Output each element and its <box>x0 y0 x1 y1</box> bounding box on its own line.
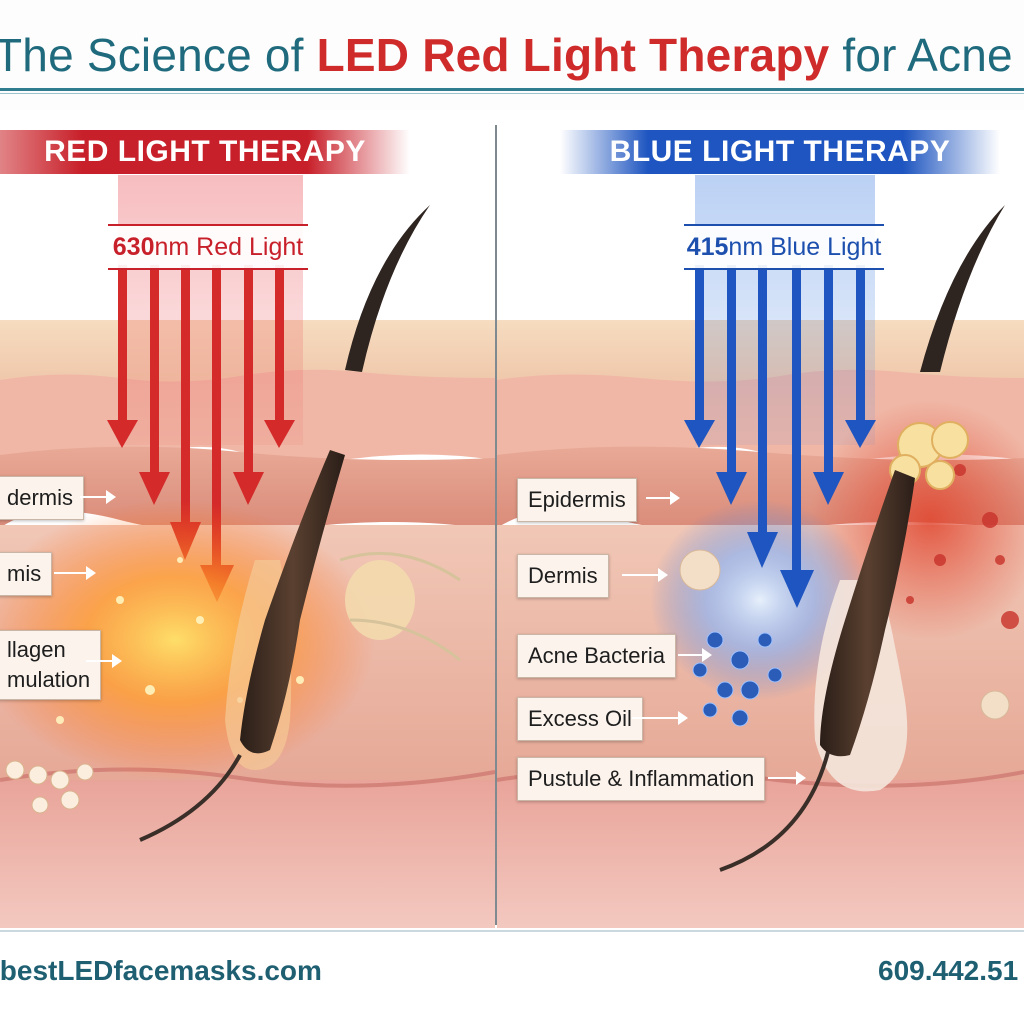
red-collagen-arrow <box>86 654 122 668</box>
title-bar: The Science of LED Red Light Therapy for… <box>0 0 1024 110</box>
red-dermis-arrow <box>54 566 96 580</box>
panel-divider <box>495 125 497 925</box>
footer <box>0 928 1024 1024</box>
footer-rule <box>0 930 1024 932</box>
title-rule <box>0 88 1024 91</box>
collagen-cells <box>5 760 94 814</box>
blue-bacteria-arrow <box>678 648 712 662</box>
red-label-epidermis: dermis <box>0 476 85 520</box>
blue-label-acne-bacteria: Acne Bacteria <box>517 634 676 678</box>
blue-label-pustule: Pustule & Inflammation <box>517 757 766 801</box>
title-rule-thin <box>0 93 1024 94</box>
red-label-dermis: mis <box>0 552 53 596</box>
acne-bacteria <box>692 631 783 727</box>
footer-website: .bestLEDfacemasks.com <box>0 955 322 986</box>
skin-illustration <box>0 175 1024 928</box>
blue-oil-arrow <box>632 711 688 725</box>
red-epidermis-arrow <box>80 490 116 504</box>
footer-phone: 609.442.51 <box>878 955 1019 986</box>
blue-dermis-arrow <box>622 568 668 582</box>
blue-epidermis-arrow <box>646 491 680 505</box>
blue-label-epidermis: Epidermis <box>517 478 637 522</box>
red-therapy-banner: RED LIGHT THERAPY <box>0 130 410 174</box>
blue-label-excess-oil: Excess Oil <box>517 697 643 741</box>
blue-label-dermis: Dermis <box>517 554 609 598</box>
blue-therapy-banner: BLUE LIGHT THERAPY <box>560 130 1000 174</box>
red-wavelength-label: 630nm Red Light <box>108 224 308 270</box>
blue-pustule-arrow <box>768 771 806 785</box>
blue-wavelength-label: 415nm Blue Light <box>684 224 884 270</box>
page-title: The Science of LED Red Light Therapy for… <box>0 29 1013 81</box>
title-highlight: LED Red Light Therapy <box>316 29 830 81</box>
red-beams <box>107 175 303 602</box>
